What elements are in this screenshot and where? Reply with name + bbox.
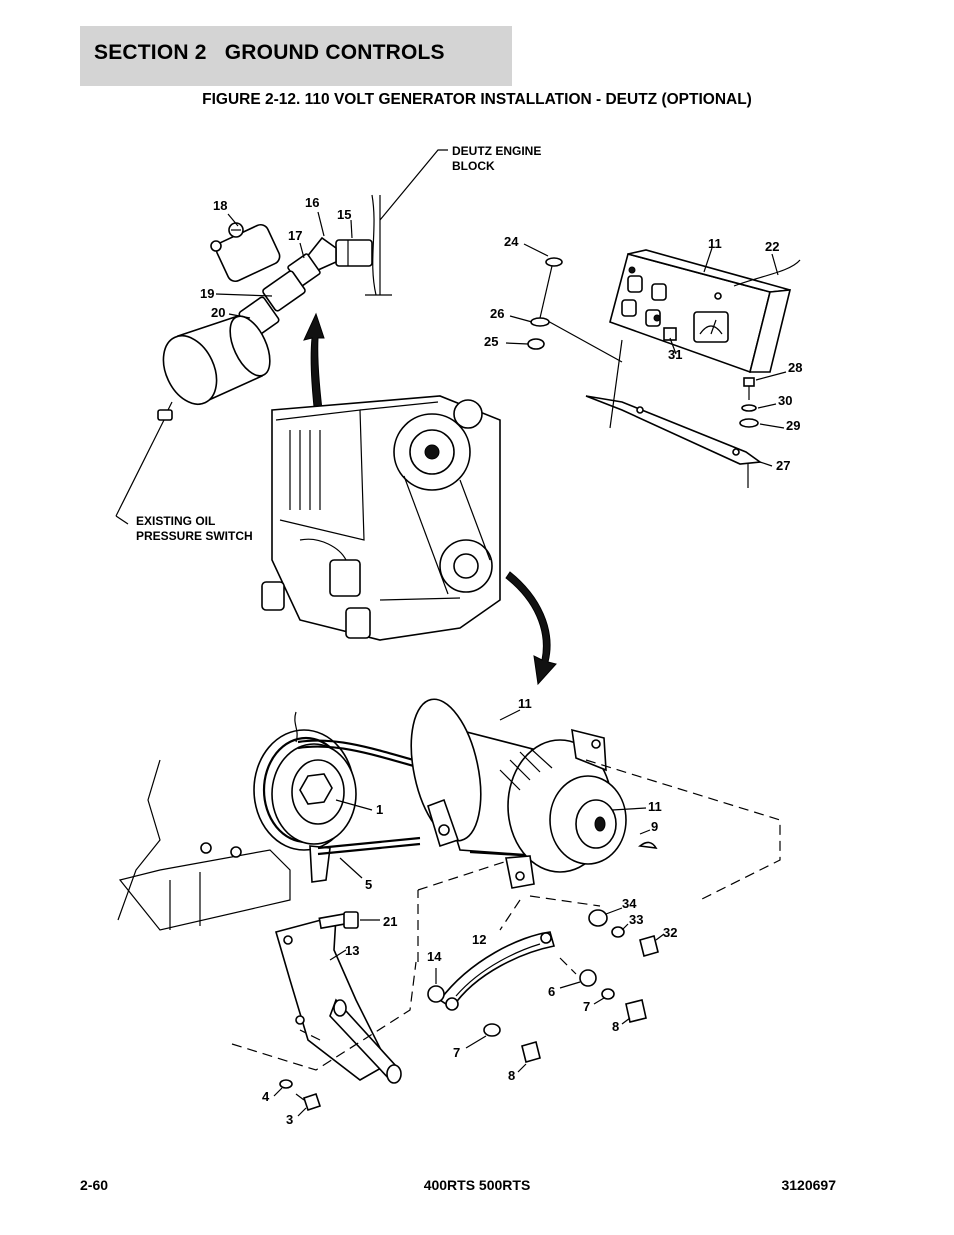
part-label-6: 6 bbox=[548, 984, 555, 999]
part-label-12: 12 bbox=[472, 932, 486, 947]
part-label-17: 17 bbox=[288, 228, 302, 243]
control-box bbox=[505, 243, 801, 488]
document-part-number: 3120697 bbox=[781, 1177, 836, 1193]
part-label-11-generator: 11 bbox=[518, 696, 532, 711]
part-label-19: 19 bbox=[200, 286, 214, 301]
callout-oil-switch-line1: EXISTING OIL bbox=[136, 514, 215, 528]
part-label-22: 22 bbox=[765, 239, 779, 254]
oil-pressure-switch-assembly bbox=[115, 211, 373, 525]
generator bbox=[410, 698, 658, 889]
part-label-24: 24 bbox=[504, 234, 519, 249]
part-label-3: 3 bbox=[286, 1112, 293, 1127]
part-label-18: 18 bbox=[213, 198, 227, 213]
assembly-guide-lines bbox=[231, 759, 781, 1071]
part-label-14: 14 bbox=[427, 949, 442, 964]
section-title: SECTION 2 GROUND CONTROLS bbox=[94, 41, 445, 64]
part-label-33: 33 bbox=[629, 912, 643, 927]
part-label-26: 26 bbox=[490, 306, 504, 321]
callout-engine-block-line2: BLOCK bbox=[452, 159, 495, 173]
part-label-11-pulley: 11 bbox=[648, 799, 662, 814]
callout-engine-block-line1: DEUTZ ENGINE bbox=[452, 144, 541, 158]
part-label-4: 4 bbox=[262, 1089, 270, 1104]
section-header-band bbox=[80, 26, 512, 86]
arrow-down bbox=[505, 571, 557, 686]
page-number: 2-60 bbox=[80, 1177, 109, 1193]
callout-oil-switch-line2: PRESSURE SWITCH bbox=[136, 529, 253, 543]
part-label-16: 16 bbox=[305, 195, 319, 210]
part-label-7-lower: 7 bbox=[453, 1045, 460, 1060]
part-label-11-top: 11 bbox=[708, 236, 722, 251]
part-label-27: 27 bbox=[776, 458, 790, 473]
part-label-7-upper: 7 bbox=[583, 999, 590, 1014]
part-label-5: 5 bbox=[365, 877, 372, 892]
part-label-13: 13 bbox=[345, 943, 359, 958]
deutz-engine bbox=[261, 395, 501, 641]
part-label-28: 28 bbox=[788, 360, 802, 375]
part-label-1: 1 bbox=[376, 802, 383, 817]
part-label-29: 29 bbox=[786, 418, 800, 433]
part-label-9: 9 bbox=[651, 819, 658, 834]
adjusting-arm bbox=[335, 709, 665, 1073]
engine-block-edge bbox=[365, 149, 448, 296]
engine-pulley bbox=[117, 711, 357, 931]
part-label-20: 20 bbox=[211, 305, 225, 320]
figure-title: FIGURE 2-12. 110 VOLT GENERATOR INSTALLA… bbox=[202, 91, 752, 108]
part-label-15: 15 bbox=[337, 207, 351, 222]
part-label-25: 25 bbox=[484, 334, 498, 349]
part-label-8-upper: 8 bbox=[612, 1019, 619, 1034]
part-label-34: 34 bbox=[622, 896, 637, 911]
part-label-30: 30 bbox=[778, 393, 792, 408]
part-label-31: 31 bbox=[668, 347, 682, 362]
part-label-21: 21 bbox=[383, 914, 397, 929]
model-name: 400RTS 500RTS bbox=[423, 1177, 531, 1193]
part-label-32: 32 bbox=[663, 925, 677, 940]
part-label-8-lower: 8 bbox=[508, 1068, 515, 1083]
mounting-bracket bbox=[273, 911, 402, 1117]
